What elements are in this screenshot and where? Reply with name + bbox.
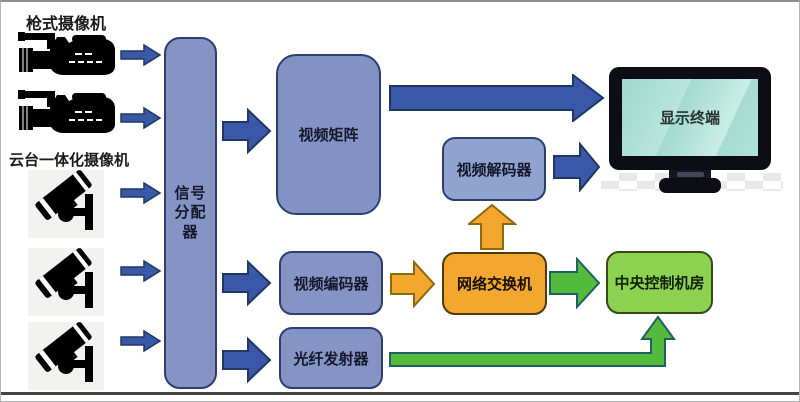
node-label: 信号分配器 [174,184,207,241]
node-video-matrix: 视频矩阵 [276,54,381,215]
cctv-camera-icon [28,170,104,238]
gun-camera-label: 枪式摄像机 [26,16,107,33]
arrow-switch-to-control [549,257,601,309]
node-network-switch: 网络交换机 [442,252,547,315]
node-signal-distributor: 信号分配器 [164,37,217,389]
arrow-encoder-to-switch [390,260,436,308]
camcorder-icon [17,87,119,139]
ptz-camera-label: 云台一体化摄像机 [9,152,130,169]
node-label: 显示终端 [659,110,720,127]
arrow-switch-to-decoder [468,204,517,250]
monitor-screen: 显示终端 [622,79,758,156]
cctv-camera-icon [28,248,104,316]
arrow-camera1-to-distributor [120,43,162,67]
monitor-base [659,178,721,193]
camcorder-icon [17,29,119,81]
node-fiber-transmitter: 光纤发射器 [279,327,383,389]
node-label: 网络交换机 [456,276,532,293]
arrow-distributor-to-encoder [222,259,272,307]
arrow-decoder-to-display [553,142,601,192]
cctv-camera-icon [28,322,104,390]
arrow-distributor-to-matrix [222,107,272,155]
node-video-encoder: 视频编码器 [279,251,383,315]
node-central-control-room: 中央控制机房 [606,251,713,314]
node-label: 光纤发射器 [293,350,369,368]
arrow-camera5-to-distributor [120,329,162,353]
bottom-border-rule [1,392,799,395]
node-label: 视频编码器 [293,275,369,293]
arrow-matrix-to-display [389,74,605,122]
monitor-neck-detail [677,172,704,177]
arrow-fiber-to-control [389,314,679,370]
arrow-camera2-to-distributor [120,106,162,130]
arrow-camera4-to-distributor [120,259,162,283]
node-label: 中央控制机房 [614,275,705,292]
arrow-camera3-to-distributor [120,181,162,205]
arrow-distributor-to-fiber [222,336,272,384]
node-label: 视频矩阵 [298,127,359,144]
node-video-decoder: 视频解码器 [442,137,546,201]
node-label: 视频解码器 [456,161,532,179]
